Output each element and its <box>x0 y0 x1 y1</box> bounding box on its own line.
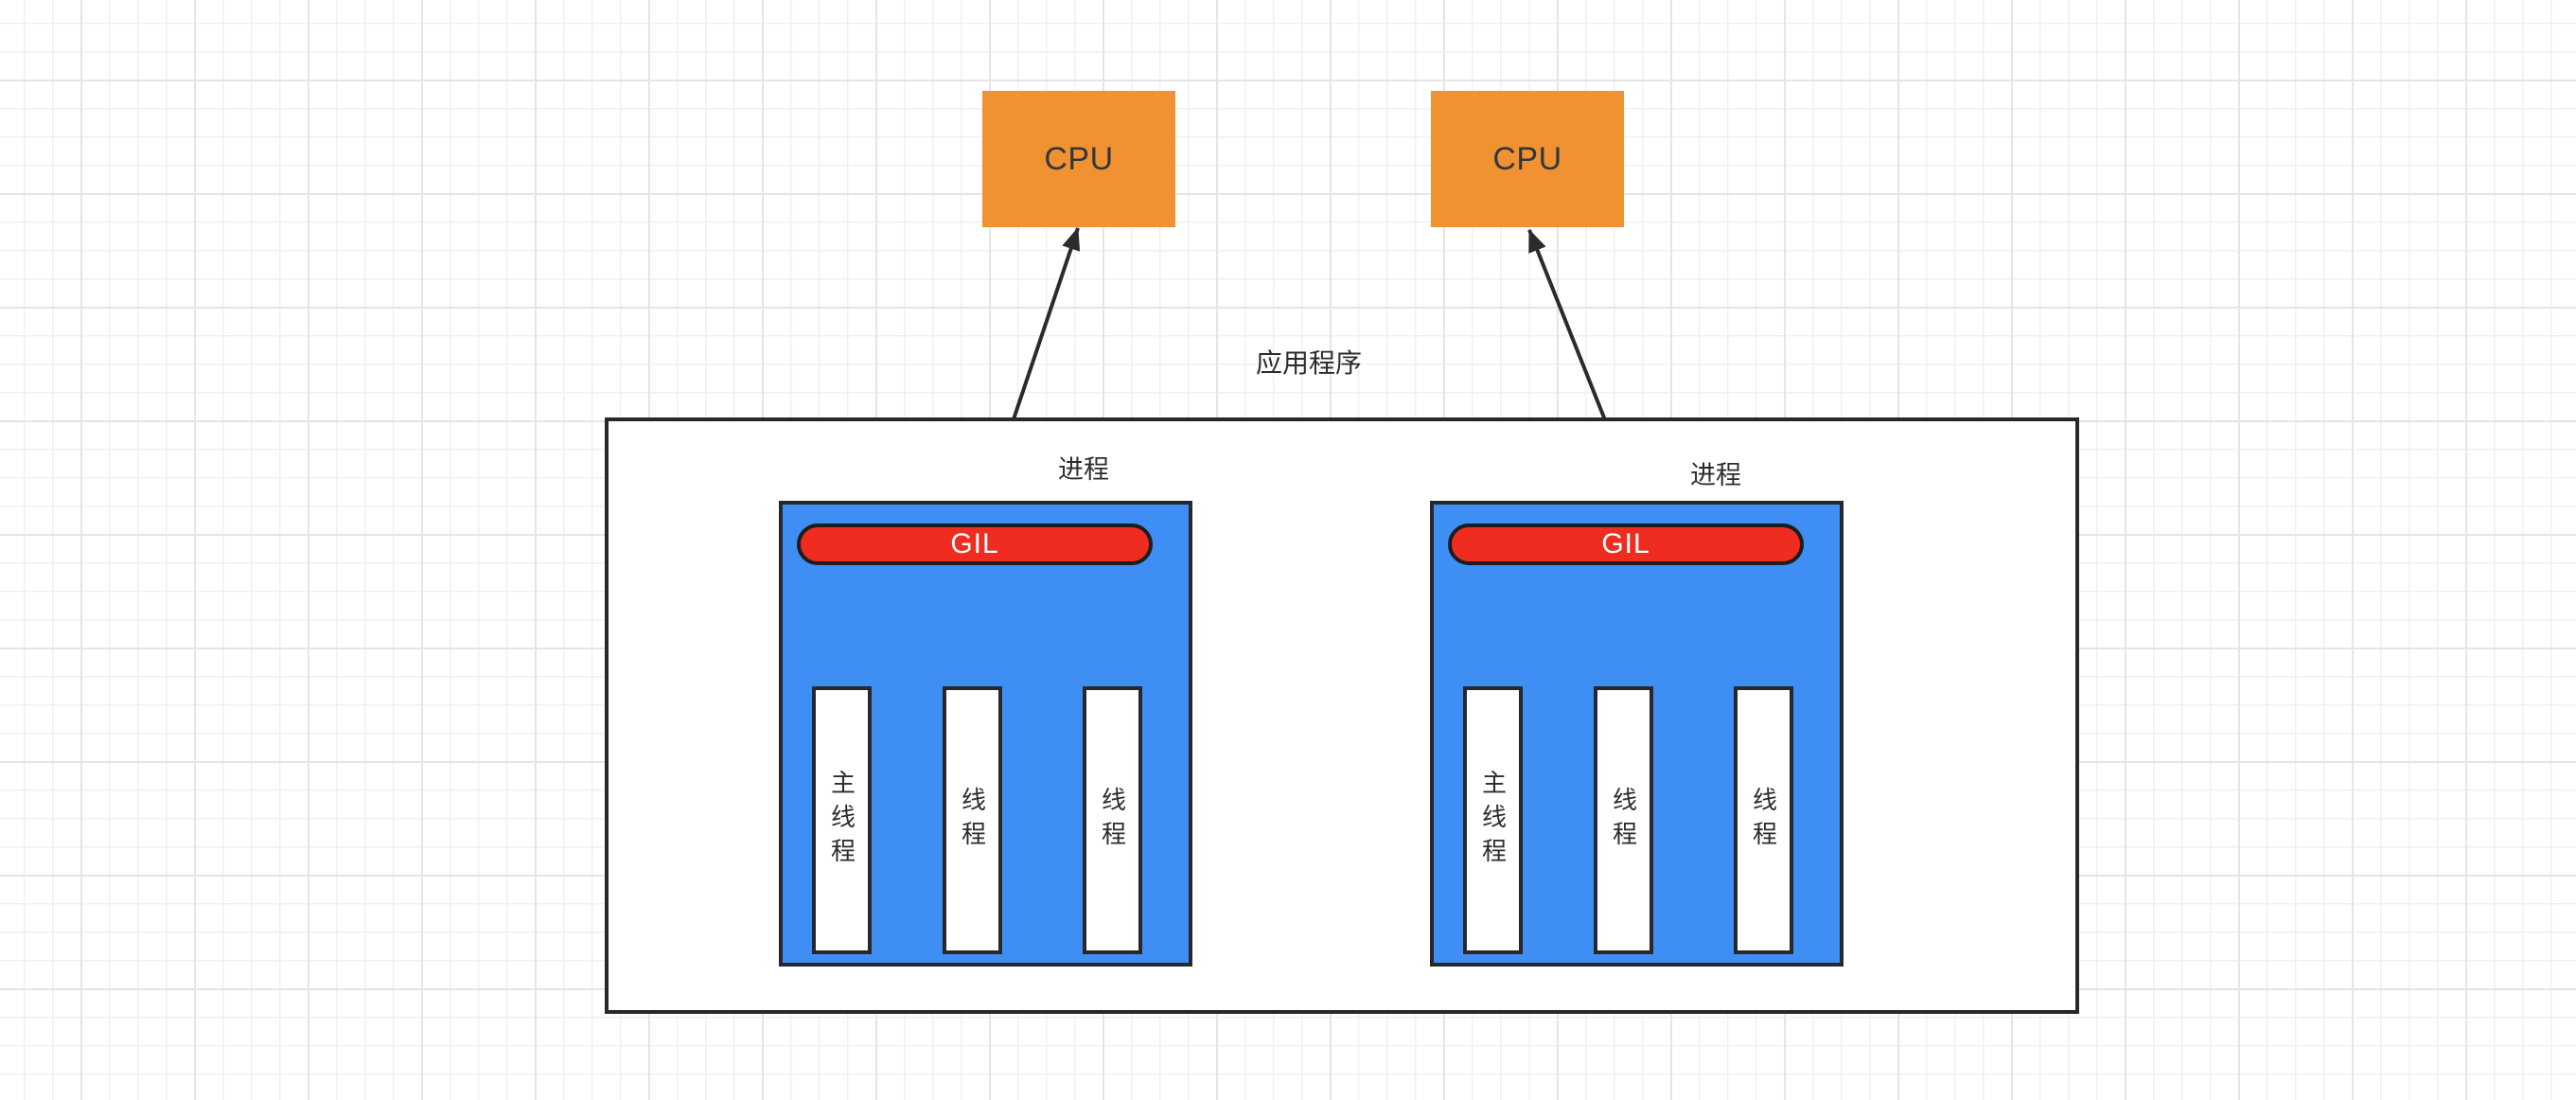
thread-node-2-2: 线程 <box>1594 686 1653 954</box>
cpu-label: CPU <box>1044 140 1114 177</box>
thread-node-main-1: 主线程 <box>812 686 872 954</box>
thread-label: 主线程 <box>827 769 856 872</box>
gil-bar-1: GIL <box>797 523 1153 565</box>
gil-bar-2: GIL <box>1448 523 1804 565</box>
thread-label: 线程 <box>1098 786 1127 855</box>
thread-node-1-2: 线程 <box>943 686 1002 954</box>
gil-label: GIL <box>1601 528 1650 559</box>
thread-label: 线程 <box>1749 786 1778 855</box>
thread-label: 线程 <box>1609 786 1638 855</box>
thread-label: 主线程 <box>1478 769 1508 872</box>
process-label-2: 进程 <box>1690 461 1741 489</box>
thread-node-1-3: 线程 <box>1083 686 1142 954</box>
cpu-node-2: CPU <box>1431 91 1624 227</box>
process-node-2: GIL 主线程 线程 线程 <box>1430 501 1844 967</box>
application-label: 应用程序 <box>1255 348 1362 378</box>
gil-label: GIL <box>950 528 999 559</box>
thread-label: 线程 <box>958 786 987 855</box>
thread-node-main-2: 主线程 <box>1463 686 1523 954</box>
cpu-label: CPU <box>1492 140 1562 177</box>
thread-node-2-3: 线程 <box>1734 686 1793 954</box>
process-node-1: GIL 主线程 线程 线程 <box>779 501 1192 967</box>
process-label-1: 进程 <box>1058 455 1109 484</box>
cpu-node-1: CPU <box>982 91 1175 227</box>
